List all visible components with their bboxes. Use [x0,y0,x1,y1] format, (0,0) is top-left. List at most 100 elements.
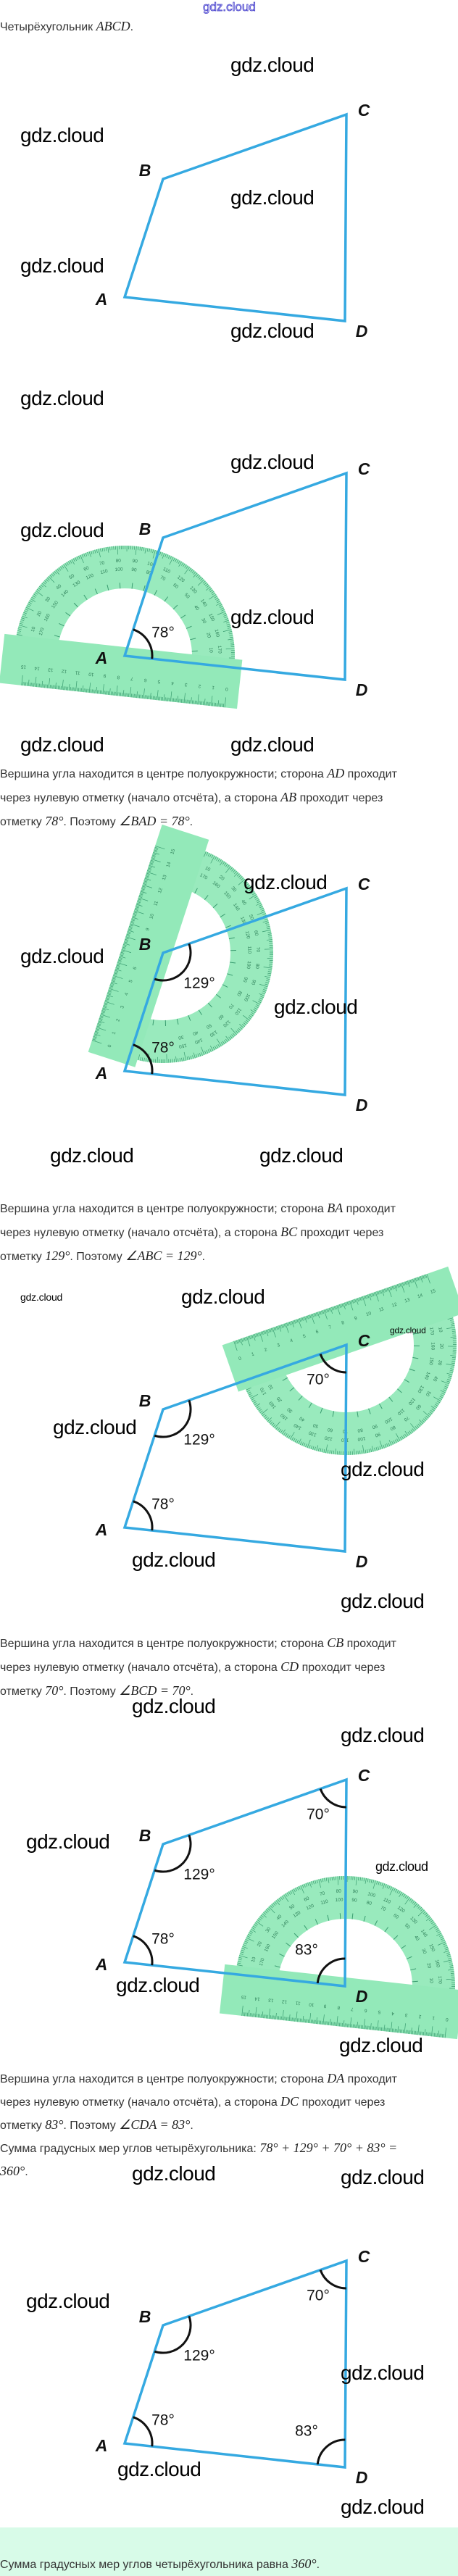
protractor-tick [240,1951,244,1954]
protractor-tick [197,575,201,579]
ruler-tick [205,701,207,706]
ruler-tick [358,2025,359,2029]
ruler-tick [398,1283,400,1288]
ruler-number: 4 [124,992,130,996]
protractor-tick [190,1055,192,1059]
protractor-inner-tick [410,1968,417,1971]
protractor-tick [321,1449,323,1453]
protractor-tick [409,1898,412,1902]
ruler-tick [369,2025,370,2030]
protractor-number: 40 [413,1935,420,1942]
text-segment: . [130,21,134,33]
ruler-tick [146,872,150,875]
protractor-tick [104,547,105,551]
protractor-tick [225,622,230,624]
ruler-tick [86,688,88,693]
math-expression: 78° + 129° + 70° + 83° = [259,2141,398,2155]
protractor-tick [281,1429,286,1435]
ruler-tick [141,885,146,888]
protractor-tick [224,862,227,866]
ruler-tick [66,686,67,691]
ruler-tick [220,703,222,707]
protractor-number: 80 [389,1425,396,1432]
protractor-inner-tick [83,594,88,600]
ruler-tick [112,978,116,980]
protractor-tick [227,864,230,868]
ruler-tick [189,700,191,704]
ruler-tick [388,1287,392,1297]
protractor-inner-tick [409,1368,415,1372]
protractor-tick [193,1052,196,1059]
protractor-tick [257,901,261,904]
protractor-inner-tick [228,937,235,940]
protractor-tick [449,1988,455,1989]
ruler-tick [383,2025,386,2032]
ruler-tick [112,979,116,981]
protractor-tick [254,896,258,899]
text-line: отметку 70°. Поэтому ∠BCD = 70°. [0,1679,458,1703]
protractor-tick [267,971,272,972]
ruler-tick [399,2029,400,2033]
ruler-tick [348,1301,350,1305]
ruler-tick [116,685,118,696]
protractor-tick [83,553,86,557]
ruler-tick [298,1318,302,1329]
protractor-number: 100 [146,561,156,568]
ruler-tick [93,1035,97,1038]
ruler-tick [117,959,122,962]
protractor-tick [444,1946,449,1949]
ruler-tick [136,905,140,907]
protractor-tick [446,1952,450,1954]
protractor-tick [87,551,89,556]
ruler-tick [159,696,161,701]
ruler-tick [391,1285,394,1290]
protractor-tick [420,1908,424,1912]
protractor-tick [262,992,266,995]
protractor-tick [183,1051,186,1061]
protractor-tick [238,1955,248,1959]
watermark-text: gdz.cloud [20,945,104,968]
ruler-tick [312,2019,313,2024]
protractor-number: 150 [428,1356,434,1365]
protractor-tick [289,1432,295,1440]
protractor-number: 80 [146,570,152,576]
vertex-label-a: A [95,2436,108,2455]
ruler-tick [141,694,143,699]
protractor-tick [255,1006,259,1009]
protractor-number: 50 [183,593,191,600]
text-line: через нулевую отметку (начало отсчёта), … [0,2090,458,2113]
ruler-tick [290,1321,292,1325]
protractor-tick [361,1450,363,1454]
ruler-tick [254,1333,257,1338]
protractor-tick [450,1336,457,1338]
ruler-tick [114,971,118,973]
protractor-tick [407,1431,410,1435]
protractor-tick [398,1891,401,1895]
ruler-tick [406,1280,408,1285]
protractor-tick [296,1886,299,1891]
ruler-number: 13 [48,667,54,672]
protractor-tick [370,1449,372,1453]
protractor-number: 100 [383,1416,393,1425]
protractor-tick [168,1059,170,1063]
ruler-tick [128,930,134,933]
ruler-tick [88,683,91,693]
protractor-tick [224,1040,227,1043]
ruler-tick [421,1275,423,1280]
protractor-tick [256,1406,260,1409]
ruler-tick [132,915,136,917]
protractor-inner-tick [152,1020,154,1026]
protractor-tick [267,958,273,959]
ruler-tick [318,1311,320,1315]
protractor-tick [265,980,270,982]
protractor-tick [27,603,31,606]
protractor-inner-tick [293,1933,299,1938]
watermark-text: gdz.cloud [341,1458,425,1481]
vertex-label-b: B [139,1826,151,1845]
protractor-inner-tick [289,1387,295,1392]
protractor-tick [246,1020,249,1022]
ruler-tick [257,1333,259,1337]
ruler-tick [345,1301,348,1306]
text-segment: через нулевую отметку (начало отсчёта), … [0,2096,281,2109]
vertex-label-c: C [358,2247,370,2266]
